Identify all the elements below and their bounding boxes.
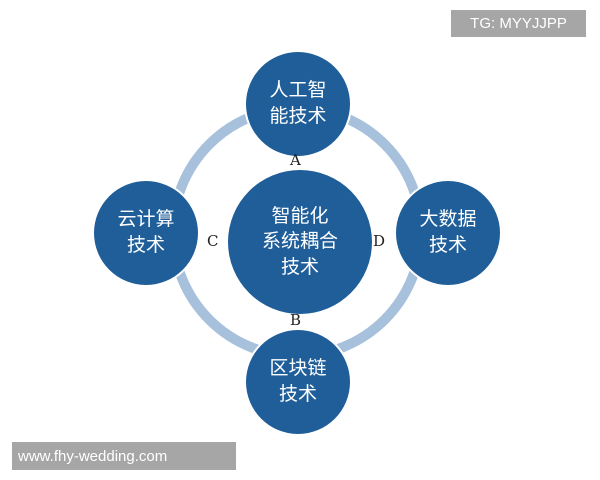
node-big-data-label: 大数据 技术 bbox=[419, 208, 477, 256]
connector-label-a: A bbox=[290, 151, 301, 169]
node-ai-technology: 人工智 能技术 bbox=[246, 52, 350, 156]
node-blockchain-label: 区块链 技术 bbox=[269, 357, 327, 405]
node-ai-technology-label: 人工智 能技术 bbox=[269, 79, 327, 127]
node-center-label: 智能化 系统耦合 技术 bbox=[261, 204, 338, 278]
watermark-bottom-left: www.fhy-wedding.com bbox=[12, 442, 236, 470]
connector-label-c: C bbox=[207, 232, 219, 250]
node-intelligent-coupling-center: 智能化 系统耦合 技术 bbox=[228, 170, 372, 314]
node-cloud-computing: 云计算 技术 bbox=[94, 181, 198, 285]
node-big-data: 大数据 技术 bbox=[396, 181, 500, 285]
connector-label-d: D bbox=[373, 232, 386, 250]
connector-label-b: B bbox=[290, 311, 302, 329]
node-blockchain: 区块链 技术 bbox=[246, 330, 350, 434]
node-cloud-computing-label: 云计算 技术 bbox=[117, 208, 175, 256]
watermark-top-right: TG: MYYJJPP bbox=[451, 10, 586, 37]
